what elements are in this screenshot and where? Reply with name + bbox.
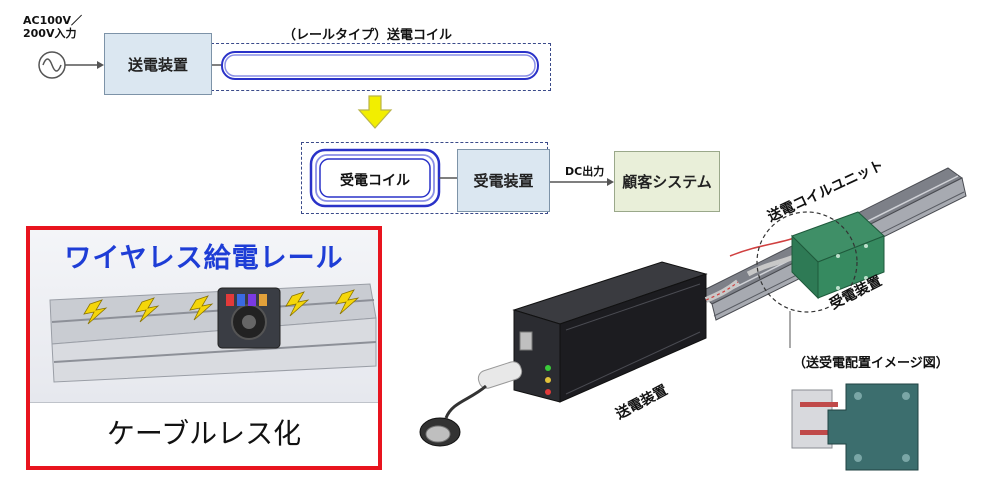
down-arrow bbox=[357, 95, 393, 129]
customer-system-box: 顧客システム bbox=[614, 151, 720, 212]
receiver-coil-label: 受電コイル bbox=[340, 173, 410, 189]
receiver-device-label: 受電装置 bbox=[473, 172, 534, 190]
rail-coil-loop bbox=[221, 51, 539, 80]
input-label-line2: 200V入力 bbox=[23, 27, 77, 40]
layout-image bbox=[827, 383, 919, 471]
customer-system-label: 顧客システム bbox=[622, 173, 712, 191]
receiver-device-box: 受電装置 bbox=[457, 149, 550, 212]
highlight-circle bbox=[756, 211, 858, 313]
input-label-line1: AC100V／ bbox=[23, 14, 83, 27]
input-label: AC100V／ 200V入力 bbox=[23, 14, 82, 40]
panel-caption: ケーブルレス化 bbox=[106, 417, 302, 450]
transmitter-box-label: 送電装置 bbox=[127, 55, 188, 74]
rail-coil-label: （レールタイプ）送電コイル bbox=[283, 28, 453, 43]
layout-image-label: （送受電配置イメージ図） bbox=[793, 356, 949, 371]
transmitter-box: 送電装置 bbox=[104, 33, 212, 95]
panel-title: ワイヤレス給電レール bbox=[64, 243, 344, 274]
lightning-icons bbox=[83, 289, 360, 325]
rail-photo bbox=[49, 283, 377, 383]
dc-output-label: DC出力 bbox=[565, 165, 605, 178]
wireless-rail-panel: ワイヤレス給電レール ケーブルレス化 bbox=[26, 226, 382, 470]
